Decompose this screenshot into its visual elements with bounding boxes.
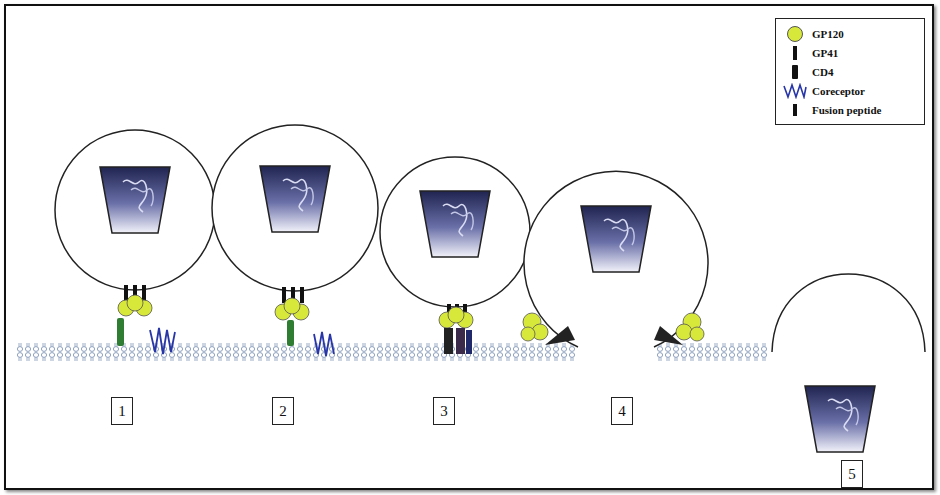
legend-text: GP41 xyxy=(812,47,838,59)
legend-entry: Fusion peptide xyxy=(782,100,916,119)
callout-number: 1 xyxy=(118,404,126,419)
color-swatch xyxy=(787,26,803,42)
legend-sample xyxy=(782,82,808,100)
legend-entry: GP41 xyxy=(782,43,916,62)
legend-text: Fusion peptide xyxy=(812,104,881,116)
legend-box: GP120GP41CD4CoreceptorFusion peptide xyxy=(775,18,925,125)
legend-entry: Coreceptor xyxy=(782,81,916,100)
step-box: 5 xyxy=(841,460,863,488)
callout-number: 3 xyxy=(440,404,448,419)
legend-sample xyxy=(782,44,808,62)
callout-number: 5 xyxy=(848,467,856,482)
legend-sample xyxy=(782,63,808,81)
callout-number: 2 xyxy=(279,404,287,419)
legend-sample xyxy=(782,101,808,119)
legend-text: GP120 xyxy=(812,28,844,40)
step-box: 3 xyxy=(433,397,455,425)
legend-entry: GP120 xyxy=(782,24,916,43)
callout-number: 4 xyxy=(618,404,626,419)
step-box: 4 xyxy=(611,397,633,425)
legend-text: CD4 xyxy=(812,66,833,78)
legend-sample xyxy=(782,25,808,43)
step-box: 1 xyxy=(111,397,133,425)
legend-entry: CD4 xyxy=(782,62,916,81)
legend-text: Coreceptor xyxy=(812,85,865,97)
step-box: 2 xyxy=(272,397,294,425)
